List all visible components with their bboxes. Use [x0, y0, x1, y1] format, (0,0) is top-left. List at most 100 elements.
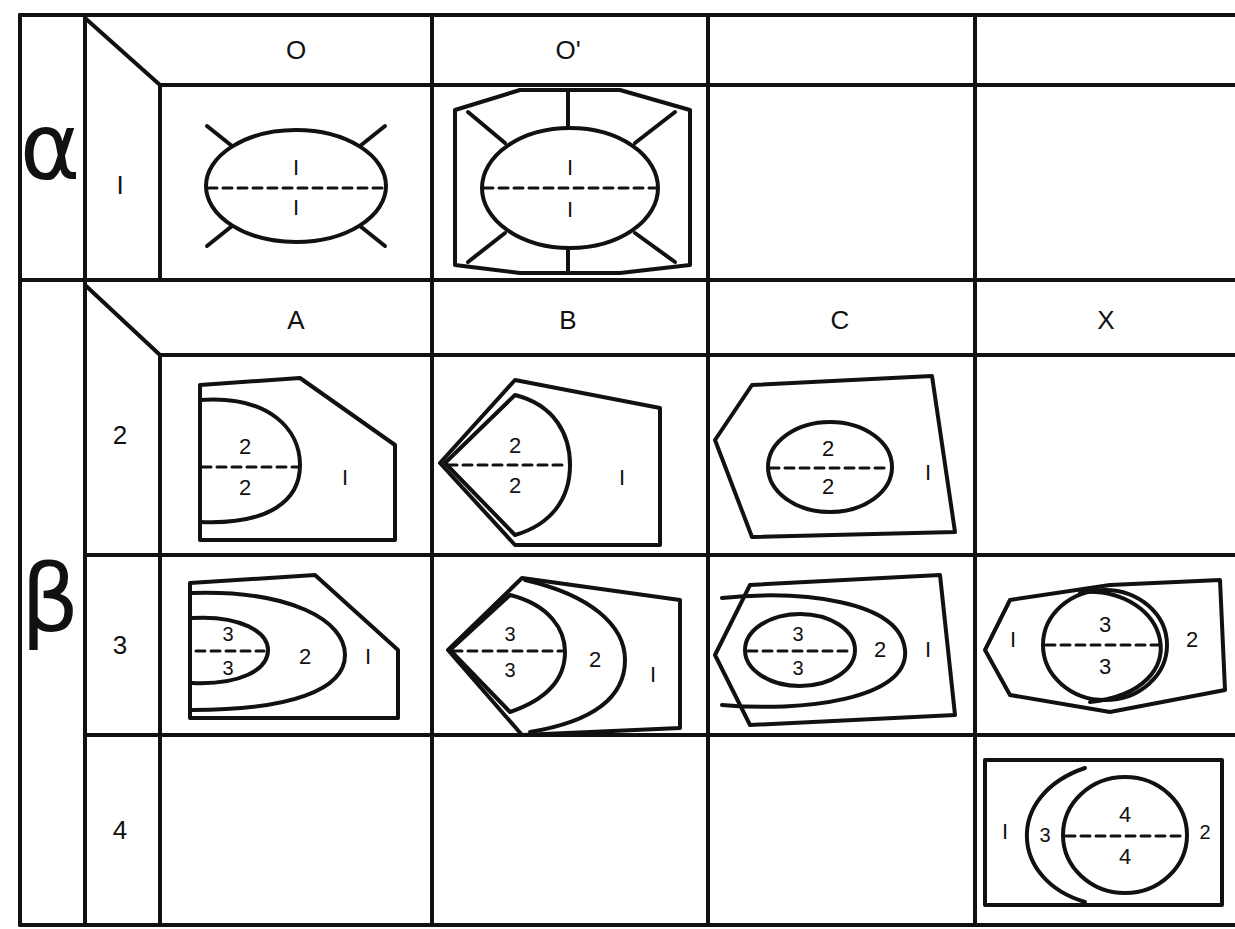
cell-number: 2 — [239, 436, 251, 458]
label-holder: 4 — [1119, 804, 1131, 826]
label-holder: I — [619, 467, 625, 489]
label-holder: 4 — [1119, 846, 1131, 868]
column-heading: O' — [555, 37, 580, 63]
cell-number: 3 — [504, 624, 515, 644]
label-holder: 3 — [1099, 656, 1111, 678]
label-holder: I — [293, 157, 299, 179]
label-holder: 3 — [222, 658, 233, 678]
stoma-drawing — [985, 760, 1222, 905]
cell-number: I — [293, 157, 299, 179]
label-holder: 2 — [509, 475, 521, 497]
stoma-drawing — [448, 578, 680, 735]
label-holder: 2 — [589, 649, 601, 671]
cell-number: 2 — [299, 646, 311, 668]
label-holder: 2 — [1186, 629, 1198, 651]
label-holder: B — [559, 307, 576, 333]
cell-number: 2 — [1186, 629, 1198, 651]
cell-number: 4 — [1119, 804, 1131, 826]
cell-number: 2 — [509, 435, 521, 457]
label-holder: 3 — [504, 660, 515, 680]
label-holder: β — [21, 554, 80, 646]
label-holder: 3 — [222, 624, 233, 644]
label-holder: 3 — [1099, 614, 1111, 636]
cell-number: I — [567, 199, 573, 221]
cell-number: 4 — [1119, 846, 1131, 868]
cell-number: 3 — [504, 660, 515, 680]
label-holder: I — [1010, 629, 1016, 651]
label-holder: 2 — [299, 646, 311, 668]
label-holder: 2 — [113, 422, 127, 448]
cell-number: 2 — [1199, 822, 1210, 842]
cell-number: 2 — [509, 475, 521, 497]
label-holder: 2 — [1199, 822, 1210, 842]
cell-number: 3 — [1039, 825, 1050, 845]
group-letter: α — [20, 102, 81, 194]
label-holder: 3 — [1039, 825, 1050, 845]
stoma-drawing — [985, 580, 1225, 712]
row-number: 3 — [113, 632, 127, 658]
label-holder: 4 — [113, 817, 127, 843]
column-heading: X — [1097, 307, 1114, 333]
label-holder: I — [567, 157, 573, 179]
cell-number: 2 — [822, 476, 834, 498]
stoma-drawing — [715, 575, 955, 725]
stoma-drawing — [190, 575, 398, 718]
label-holder: O — [286, 37, 306, 63]
stoma-drawing — [206, 126, 386, 246]
cell-number: I — [925, 639, 931, 661]
column-heading: A — [287, 307, 304, 333]
column-heading: O — [286, 37, 306, 63]
label-holder: 2 — [509, 435, 521, 457]
label-holder: 2 — [822, 476, 834, 498]
cell-number: 3 — [792, 624, 803, 644]
label-holder: 3 — [792, 658, 803, 678]
cell-number: 3 — [1099, 656, 1111, 678]
cell-number: 3 — [222, 658, 233, 678]
cell-number: I — [1002, 821, 1008, 843]
cell-number: I — [342, 467, 348, 489]
cell-number: I — [567, 157, 573, 179]
cell-number: I — [925, 462, 931, 484]
label-holder: 2 — [239, 477, 251, 499]
label-holder: 3 — [113, 632, 127, 658]
cell-number: I — [365, 646, 371, 668]
label-holder: α — [20, 102, 81, 194]
stoma-drawing — [455, 90, 690, 273]
label-holder: I — [293, 197, 299, 219]
label-holder: I — [342, 467, 348, 489]
cell-number: 2 — [822, 438, 834, 460]
label-holder: O' — [555, 37, 580, 63]
column-heading: C — [831, 307, 850, 333]
label-holder: I — [116, 172, 123, 198]
label-holder: I — [365, 646, 371, 668]
cell-number: 3 — [792, 658, 803, 678]
table-grid — [20, 15, 1235, 925]
cell-number: 2 — [874, 639, 886, 661]
label-holder: 2 — [239, 436, 251, 458]
label-holder: 2 — [822, 438, 834, 460]
label-holder: I — [650, 664, 656, 686]
row-number: 2 — [113, 422, 127, 448]
cell-number: I — [1010, 629, 1016, 651]
stoma-drawing — [200, 378, 395, 540]
cell-number: 2 — [589, 649, 601, 671]
label-holder: 2 — [874, 639, 886, 661]
row-number: I — [116, 172, 123, 198]
cell-number: 2 — [239, 477, 251, 499]
label-holder: 3 — [504, 624, 515, 644]
row-number: 4 — [113, 817, 127, 843]
cell-number: 3 — [1099, 614, 1111, 636]
cell-number: I — [619, 467, 625, 489]
cell-number: 3 — [222, 624, 233, 644]
label-holder: 3 — [792, 624, 803, 644]
label-holder: I — [567, 199, 573, 221]
group-letter: β — [21, 554, 80, 646]
label-holder: X — [1097, 307, 1114, 333]
cell-number: I — [650, 664, 656, 686]
stoma-drawing — [440, 380, 660, 545]
label-holder: I — [925, 462, 931, 484]
label-holder: C — [831, 307, 850, 333]
label-holder: I — [925, 639, 931, 661]
cell-number: I — [293, 197, 299, 219]
